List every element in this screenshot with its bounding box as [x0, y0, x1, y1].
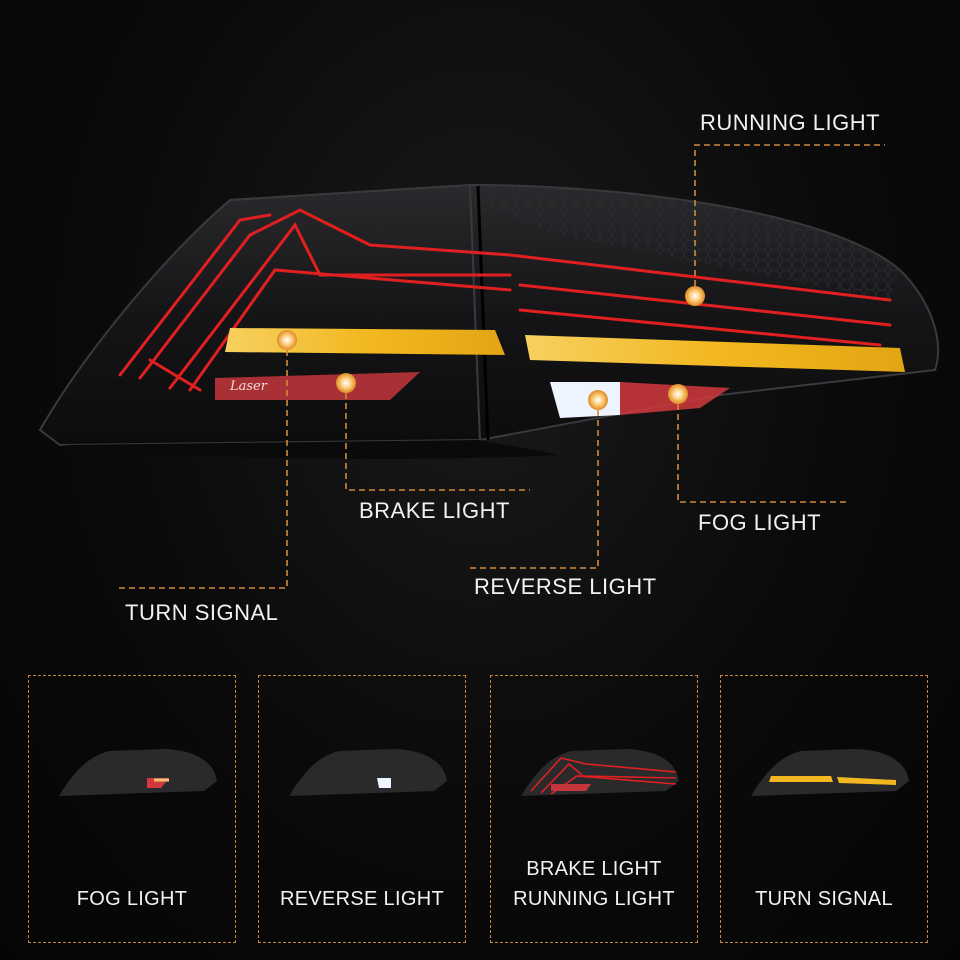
panel-label: BRAKE LIGHT	[526, 858, 662, 880]
panel-label: FOG LIGHT	[76, 888, 188, 910]
label-brake-light: BRAKE LIGHT	[359, 498, 510, 523]
label-fog-light: FOG LIGHT	[698, 510, 822, 535]
panel-brake-running-light: BRAKE LIGHT RUNNING LIGHT	[490, 675, 698, 943]
panel-fog-light: FOG LIGHT	[28, 675, 236, 943]
panel-reverse-light: REVERSE LIGHT	[258, 675, 466, 943]
label-running-light: RUNNING LIGHT	[700, 110, 881, 135]
reverse-light-lens	[550, 382, 620, 418]
tail-light-hero-illustration: Laser	[38, 144, 940, 589]
mini-tail-light-reverse	[289, 749, 447, 796]
callout-leader-lines	[118, 144, 885, 589]
label-turn-signal: TURN SIGNAL	[125, 600, 279, 625]
running-light-strips	[118, 208, 892, 392]
panel-label: REVERSE LIGHT	[280, 888, 444, 910]
label-reverse-light: REVERSE LIGHT	[474, 574, 657, 599]
brake-light-lens	[215, 372, 420, 400]
panel-turn-signal: TURN SIGNAL	[720, 675, 928, 943]
left-housing	[38, 183, 482, 447]
panel-label: TURN SIGNAL	[755, 888, 893, 910]
mini-tail-light-turn	[751, 749, 909, 796]
laser-badge: Laser	[229, 379, 268, 394]
turn-signal-bar	[225, 328, 505, 355]
panel-label: RUNNING LIGHT	[513, 888, 675, 910]
callout-dots	[277, 286, 705, 410]
mini-tail-light-brake-running	[521, 749, 679, 796]
mini-tail-light-fog	[59, 749, 217, 796]
